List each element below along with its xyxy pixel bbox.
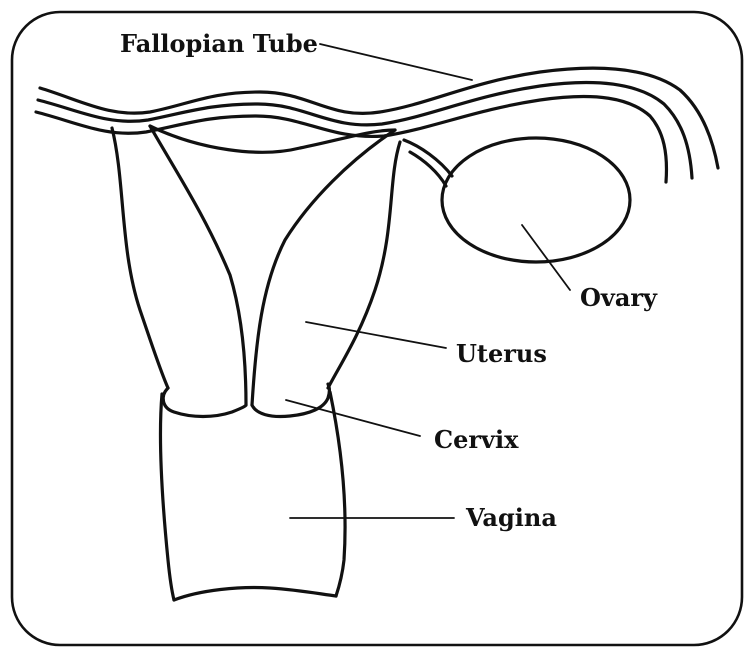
vagina-label: Vagina	[465, 503, 557, 532]
uterus-shape	[112, 126, 400, 405]
uterus-leader	[306, 322, 446, 348]
cervix-label: Cervix	[434, 425, 519, 454]
fallopian-tube-leader	[320, 44, 472, 80]
cervix-leader	[286, 400, 420, 436]
ovary-shape	[404, 138, 630, 262]
diagram-frame	[12, 12, 742, 645]
vagina-shape	[160, 392, 345, 600]
ovary-leader	[522, 225, 570, 290]
ovary-label: Ovary	[580, 283, 658, 312]
fallopian-tube-label: Fallopian Tube	[120, 29, 318, 58]
uterus-label: Uterus	[456, 339, 547, 368]
